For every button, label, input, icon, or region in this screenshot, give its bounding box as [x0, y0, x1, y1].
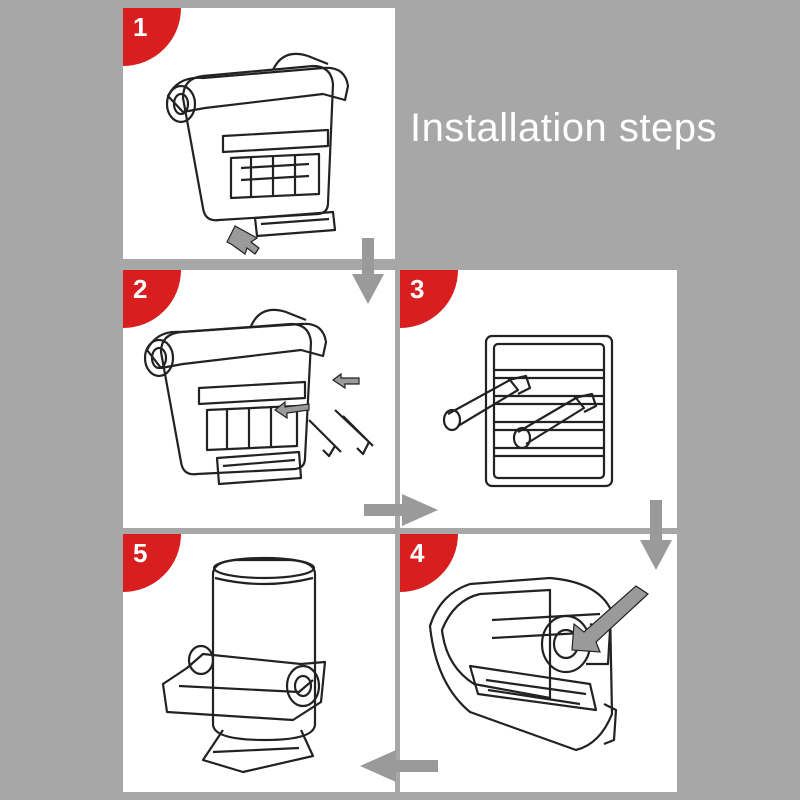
step-5-illustration	[161, 556, 327, 774]
arrow-icon	[331, 372, 360, 390]
arrow-right-icon	[364, 494, 438, 526]
step-2-panel: 2	[123, 270, 395, 528]
step-5-panel: 5	[123, 534, 395, 792]
arrow-left-icon	[360, 750, 438, 782]
step-badge-shape	[400, 270, 458, 328]
step-1-number: 1	[133, 12, 148, 42]
step-3-panel: 3	[400, 270, 677, 528]
step-1-illustration	[165, 52, 350, 255]
arrow-icon	[273, 400, 310, 420]
step-4-illustration	[428, 576, 649, 752]
step-badge-shape	[400, 534, 458, 592]
step-2-number: 2	[133, 274, 148, 304]
step-4-number: 4	[410, 538, 425, 568]
step-badge-shape	[123, 270, 181, 328]
step-2-illustration	[143, 308, 374, 486]
step-3-illustration	[442, 334, 614, 488]
step-3-number: 3	[410, 274, 425, 304]
arrow-down-icon	[352, 238, 384, 304]
title: Installation steps	[410, 106, 717, 150]
arrow-icon	[226, 225, 260, 255]
step-1-panel: 1	[123, 8, 395, 259]
step-badge-shape	[123, 8, 181, 66]
arrow-down-icon	[640, 500, 672, 570]
step-5-number: 5	[133, 538, 148, 568]
step-badge-shape	[123, 534, 181, 592]
step-4-panel: 4	[400, 534, 677, 792]
arrow-icon	[571, 585, 649, 653]
